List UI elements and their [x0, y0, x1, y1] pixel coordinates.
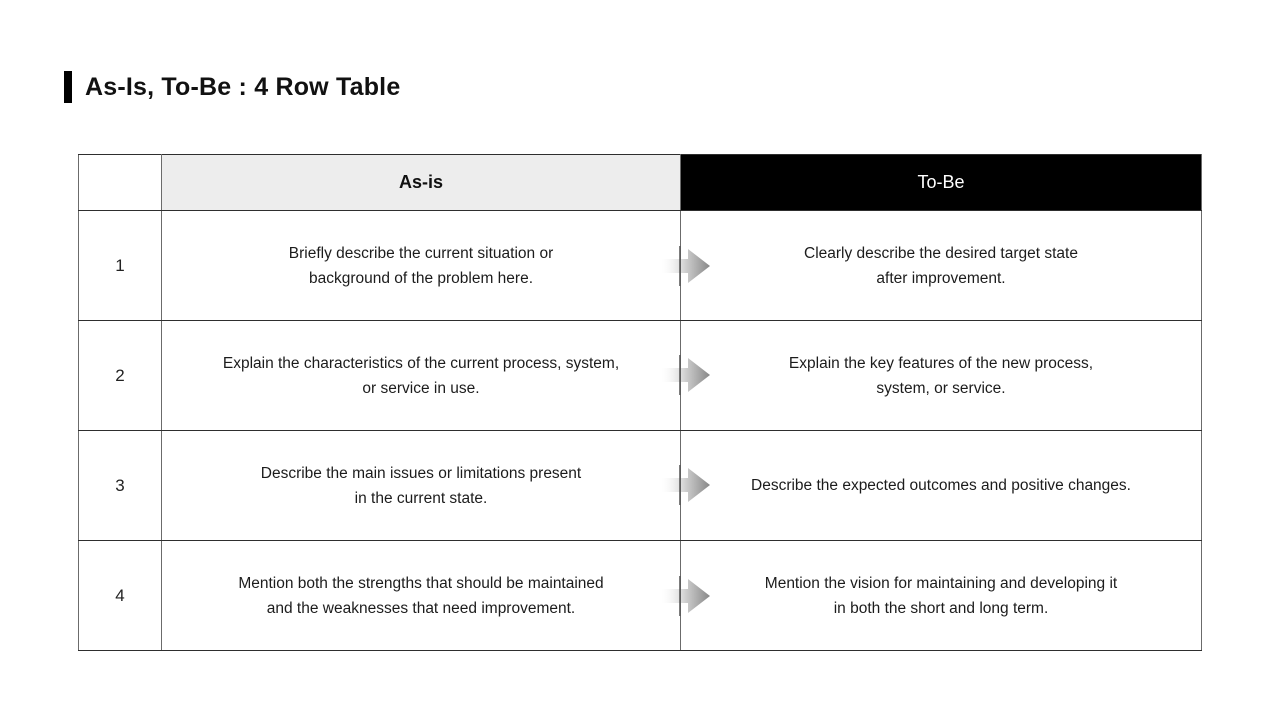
to-be-text-line1: Describe the expected outcomes and posit…: [751, 477, 1131, 494]
row-number: 2: [78, 320, 162, 431]
to-be-text-line2: after improvement.: [876, 269, 1006, 287]
as-is-text-line1: Describe the main issues or limitations …: [260, 464, 582, 482]
to-be-column-header: To-Be: [680, 154, 1202, 211]
title-accent-bar: [64, 71, 72, 103]
as-is-text-line2: in the current state.: [354, 489, 488, 507]
as-is-text-line2: and the weaknesses that need improvement…: [266, 599, 576, 617]
as-is-cell: Mention both the strengths that should b…: [161, 540, 681, 651]
table-row: 2 Explain the characteristics of the cur…: [78, 320, 1202, 431]
as-is-text-line1: Briefly describe the current situation o…: [288, 244, 554, 262]
title-block: As-Is, To-Be : 4 Row Table: [64, 71, 400, 103]
to-be-text-line2: in both the short and long term.: [833, 599, 1049, 617]
to-be-text-line1: Clearly describe the desired target stat…: [804, 244, 1078, 262]
page-title: As-Is, To-Be : 4 Row Table: [85, 72, 401, 101]
as-is-text-line2: background of the problem here.: [308, 269, 534, 287]
to-be-cell: Explain the key features of the new proc…: [680, 320, 1202, 431]
as-is-cell: Describe the main issues or limitations …: [161, 430, 681, 541]
as-is-text-line2: or service in use.: [362, 379, 480, 397]
row-number: 1: [78, 210, 162, 321]
to-be-cell: Clearly describe the desired target stat…: [680, 210, 1202, 321]
corner-header-cell: [78, 154, 162, 211]
to-be-text-line1: Explain the key features of the new proc…: [788, 354, 1094, 372]
as-is-text-line1: Explain the characteristics of the curre…: [222, 354, 620, 372]
as-is-column-header: As-is: [161, 154, 681, 211]
to-be-text-line1: Mention the vision for maintaining and d…: [764, 574, 1118, 592]
to-be-cell: Describe the expected outcomes and posit…: [680, 430, 1202, 541]
table-row: 4 Mention both the strengths that should…: [78, 540, 1202, 651]
as-is-to-be-table: As-is To-Be 1 Briefly describe the curre…: [78, 154, 1202, 651]
table-row: 3 Describe the main issues or limitation…: [78, 430, 1202, 541]
as-is-cell: Briefly describe the current situation o…: [161, 210, 681, 321]
row-number: 3: [78, 430, 162, 541]
as-is-text-line1: Mention both the strengths that should b…: [238, 574, 604, 592]
table-row: 1 Briefly describe the current situation…: [78, 210, 1202, 321]
to-be-text-line2: system, or service.: [876, 379, 1006, 397]
to-be-cell: Mention the vision for maintaining and d…: [680, 540, 1202, 651]
as-is-cell: Explain the characteristics of the curre…: [161, 320, 681, 431]
header-row: As-is To-Be: [78, 154, 1202, 211]
row-number: 4: [78, 540, 162, 651]
